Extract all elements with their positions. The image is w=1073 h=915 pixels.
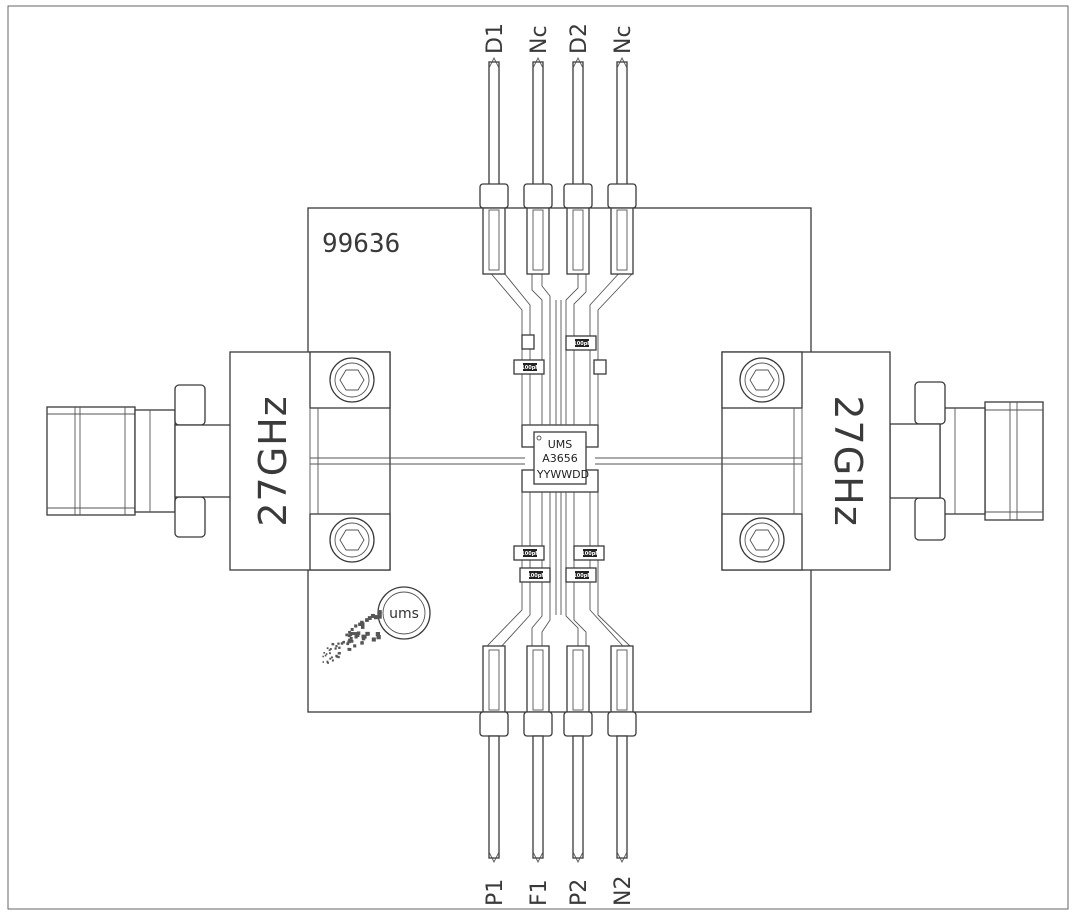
chip-datecode-label: YYWWDD — [536, 468, 589, 481]
capacitor-label: 100pF — [573, 573, 590, 579]
left-frequency-label: 27GHz — [251, 395, 295, 526]
right-sma-connector — [889, 381, 1044, 541]
capacitor-label: 100pF — [521, 365, 538, 371]
decoupling-capacitor: 100pF — [565, 567, 597, 583]
pad — [521, 334, 535, 350]
right-frequency-label: 27GHz — [826, 395, 870, 526]
logo-text: ums — [389, 606, 419, 622]
screw-icon — [739, 357, 785, 403]
top-pin-label: D2 — [567, 23, 592, 54]
decoupling-capacitor: 100pF — [513, 359, 545, 375]
logo-dots — [322, 610, 382, 664]
capacitor-label: 100pF — [527, 573, 544, 579]
top-pin-label: Nc — [611, 25, 636, 54]
drawing-frame — [7, 5, 1069, 910]
capacitor-label: 100pF — [573, 341, 590, 347]
left-sma-connector — [46, 384, 232, 538]
screw-icon — [329, 357, 375, 403]
header-pin — [523, 645, 553, 864]
chip-part-label: A3656 — [542, 452, 578, 465]
decoupling-capacitor: 100pF — [519, 567, 551, 583]
header-pin — [479, 645, 509, 864]
header-pin — [563, 56, 593, 275]
decoupling-capacitor: 100pF — [513, 545, 545, 561]
chip-maker-label: UMS — [548, 438, 573, 451]
capacitor-label: 100pF — [521, 551, 538, 557]
header-pin — [479, 56, 509, 275]
top-pin-header — [479, 56, 637, 275]
ums-logo: ums — [322, 586, 431, 664]
header-pin — [607, 56, 637, 275]
pad — [593, 359, 607, 375]
bottom-pin-label: N2 — [611, 876, 636, 906]
decoupling-capacitor: 100pF — [573, 545, 605, 561]
bottom-pin-label: P1 — [483, 879, 508, 906]
decoupling-capacitor: 100pF — [565, 335, 597, 351]
rf-transmission-line — [310, 457, 802, 465]
top-pin-label: D1 — [483, 23, 508, 54]
bottom-pin-label: P2 — [567, 879, 592, 906]
board-id-label: 99636 — [322, 229, 400, 259]
capacitor-label: 100pF — [581, 551, 598, 557]
mmic-chip: UMS A3656 YYWWDD — [521, 424, 599, 493]
top-pin-label: Nc — [527, 25, 552, 54]
header-pin — [563, 645, 593, 864]
header-pin — [523, 56, 553, 275]
bottom-pin-header — [479, 645, 637, 864]
header-pin — [607, 645, 637, 864]
screw-icon — [739, 517, 785, 563]
bottom-pin-label: F1 — [527, 879, 552, 906]
screw-icon — [329, 517, 375, 563]
